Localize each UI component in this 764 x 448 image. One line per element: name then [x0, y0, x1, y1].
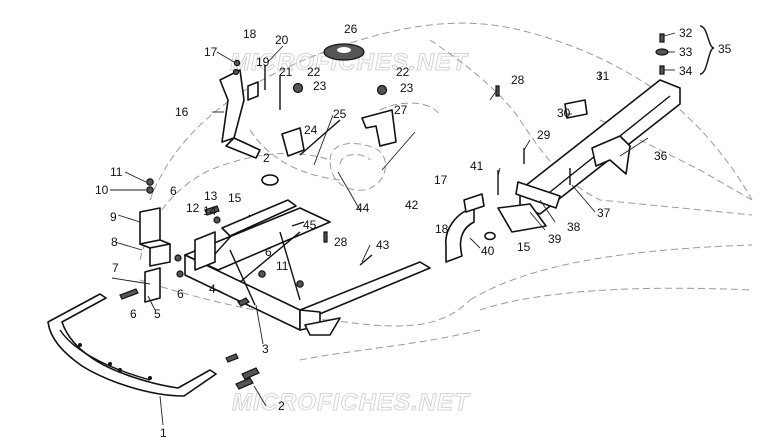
- callout-20: 20: [275, 33, 289, 47]
- callout-37: 37: [597, 206, 611, 220]
- nut: [258, 270, 266, 278]
- callout-17: 17: [204, 45, 218, 59]
- callout-27: 27: [394, 103, 408, 117]
- callout-10: 10: [95, 183, 109, 197]
- clip: [291, 221, 305, 227]
- fuel-tank-opening: [329, 142, 386, 191]
- callout-25: 25: [333, 107, 347, 121]
- callout-17: 17: [434, 173, 448, 187]
- right-hoop: [445, 207, 475, 263]
- callout-6: 6: [130, 307, 137, 321]
- watermark-bottom: MICROFICHES.NET: [232, 389, 471, 416]
- callout-44: 44: [356, 201, 370, 215]
- callout-33: 33: [679, 45, 693, 59]
- callout-45: 45: [303, 218, 317, 232]
- callout-42: 42: [405, 198, 419, 212]
- callout-29: 29: [537, 128, 551, 142]
- callout-39: 39: [548, 232, 562, 246]
- footrest-plate: [515, 181, 561, 209]
- callout-7: 7: [112, 261, 119, 275]
- knob: [376, 84, 388, 96]
- callout-2: 2: [278, 399, 285, 413]
- group-brace: [699, 25, 715, 75]
- callout-21: 21: [279, 65, 293, 79]
- callout-14: 14: [203, 204, 217, 218]
- callout-32: 32: [679, 26, 693, 40]
- bumper-bolts: [225, 353, 260, 390]
- callout-31: 31: [596, 69, 610, 83]
- frame-bolt: [237, 297, 250, 307]
- footrest-plate: [497, 203, 547, 233]
- callout-30: 30: [557, 106, 571, 120]
- callout-40: 40: [481, 244, 495, 258]
- callout-43: 43: [376, 238, 390, 252]
- callout-23: 23: [313, 79, 327, 93]
- gas-cap-ring: [323, 43, 365, 61]
- foam-pad: [591, 135, 631, 175]
- callout-2: 2: [263, 151, 270, 165]
- clip: [359, 254, 373, 266]
- fastener: [233, 59, 241, 67]
- left-support-bracket: [219, 68, 261, 159]
- callout-1: 1: [160, 426, 167, 440]
- knob: [292, 82, 304, 94]
- callout-4: 4: [209, 282, 216, 296]
- clip: [247, 81, 259, 101]
- fastener: [213, 216, 221, 224]
- small-bracket: [281, 127, 305, 157]
- callout-3: 3: [262, 342, 269, 356]
- pin: [495, 85, 500, 97]
- callout-15: 15: [228, 191, 242, 205]
- front-bumper: [47, 293, 217, 397]
- callout-35: 35: [718, 42, 732, 56]
- rail-block: [564, 99, 588, 119]
- leader-lines: [110, 32, 676, 426]
- callout-11: 11: [110, 165, 123, 179]
- callout-19: 19: [256, 55, 270, 69]
- callout-28: 28: [511, 73, 525, 87]
- callout-28: 28: [334, 235, 348, 249]
- callout-6: 6: [170, 184, 177, 198]
- right-hoop-top: [463, 193, 485, 213]
- callout-41: 41: [470, 159, 484, 173]
- callout-18: 18: [243, 27, 257, 41]
- grommet: [484, 231, 496, 241]
- callout-38: 38: [567, 220, 581, 234]
- callout-13: 13: [204, 189, 218, 203]
- callout-34: 34: [679, 64, 693, 78]
- callout-36: 36: [654, 149, 668, 163]
- callout-23: 23: [400, 81, 414, 95]
- callout-5: 5: [154, 307, 161, 321]
- callout-15: 15: [517, 240, 531, 254]
- left-bracket: [119, 254, 184, 303]
- callout-12: 12: [186, 201, 200, 215]
- callout-22: 22: [307, 65, 321, 79]
- callout-6: 6: [177, 287, 184, 301]
- callout-24: 24: [304, 123, 318, 137]
- nut: [296, 280, 304, 288]
- callout-9: 9: [110, 210, 117, 224]
- callout-18: 18: [435, 222, 449, 236]
- callout-26: 26: [344, 22, 358, 36]
- callouts: 1 2 3 4 5 6 6 6 6 7 8 9 10 11 11 12 13 1…: [95, 22, 732, 440]
- pin: [323, 231, 328, 243]
- right-bracket: [361, 109, 397, 147]
- grommet: [261, 174, 279, 186]
- callout-6: 6: [265, 245, 272, 259]
- fastener: [204, 205, 220, 216]
- nut: [146, 178, 154, 186]
- bracket-block: [139, 207, 171, 267]
- callout-11: 11: [276, 259, 289, 273]
- cap-assembly: [655, 33, 669, 75]
- rod: [299, 119, 341, 156]
- callout-8: 8: [111, 235, 118, 249]
- callout-16: 16: [175, 105, 189, 119]
- cross-member: [221, 199, 297, 237]
- main-frame: [184, 207, 431, 336]
- nut: [146, 186, 154, 194]
- callout-22: 22: [396, 65, 410, 79]
